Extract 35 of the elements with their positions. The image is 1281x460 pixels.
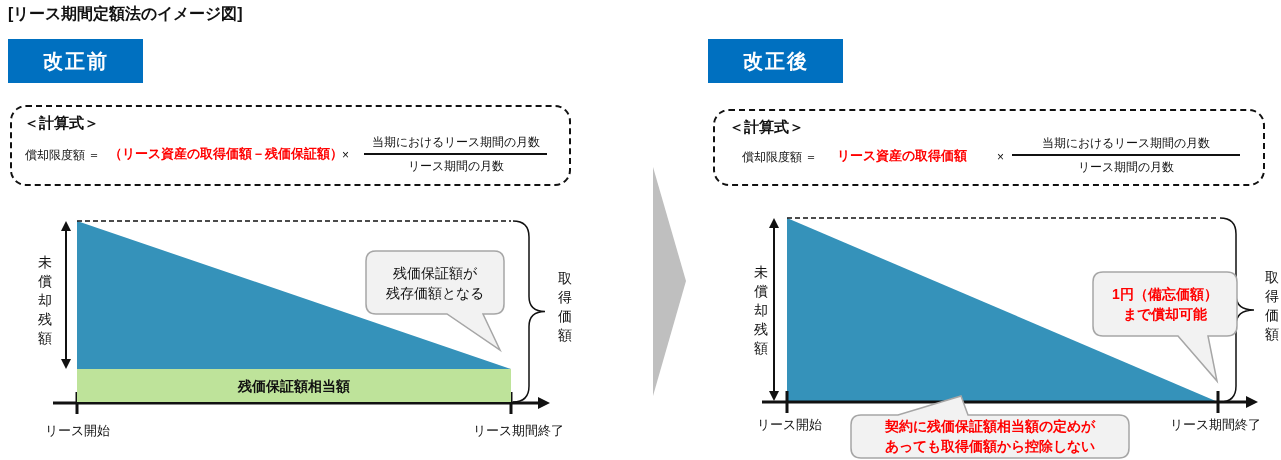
brace-label: 取得価額 (1264, 268, 1280, 344)
time-label: リース期間終了 (472, 423, 564, 439)
time-label: リース開始 (44, 423, 110, 439)
diagram-title: [リース期間定額法のイメージ図] (8, 4, 243, 24)
fraction-denominator: リース期間の月数 (407, 157, 504, 174)
fraction-numerator: 当期におけるリース期間の月数 (1042, 135, 1210, 151)
formula-lhs: 償却限度額 ＝ (742, 149, 818, 165)
axis-label: 未償却残額 (753, 262, 769, 358)
formula-heading: ＜計算式＞ (729, 117, 804, 137)
fraction-denominator: リース期間の月数 (1078, 158, 1174, 175)
residual-value-band (77, 369, 511, 402)
fraction-numerator: 当期におけるリース期間の月数 (371, 134, 540, 150)
formula-box (713, 109, 1265, 186)
axis-label: 未償却残額 (37, 252, 53, 348)
speech-bubble (1092, 271, 1238, 382)
speech-bubble (365, 250, 505, 351)
multiply-sign: × (342, 147, 349, 163)
callout-text: 契約に残価保証額相当額の定めがあっても取得価額から控除しない (884, 417, 1096, 456)
formula-term: リース資産の取得価額 (837, 148, 967, 164)
multiply-sign: × (997, 149, 1004, 165)
formula-term: （リース資産の取得価額－残価保証額） (109, 146, 343, 162)
section-header-band (8, 39, 143, 83)
formula-heading: ＜計算式＞ (24, 113, 99, 133)
section-title: 改正後 (742, 49, 809, 73)
formula-box (10, 105, 571, 186)
formula-lhs: 償却限度額 ＝ (25, 147, 101, 163)
callout-text: 1円（備忘価額）まで償却可能 (1111, 285, 1219, 324)
time-label: リース期間終了 (1169, 417, 1261, 433)
speech-bubble (850, 395, 1130, 459)
band-label: 残価保証額相当額 (238, 376, 350, 395)
section-header-band (708, 39, 843, 83)
callout-text: 残価保証額が残存価額となる (385, 263, 485, 303)
time-label: リース開始 (756, 417, 822, 433)
brace-label: 取得価額 (557, 269, 573, 345)
section-title: 改正前 (42, 49, 109, 73)
